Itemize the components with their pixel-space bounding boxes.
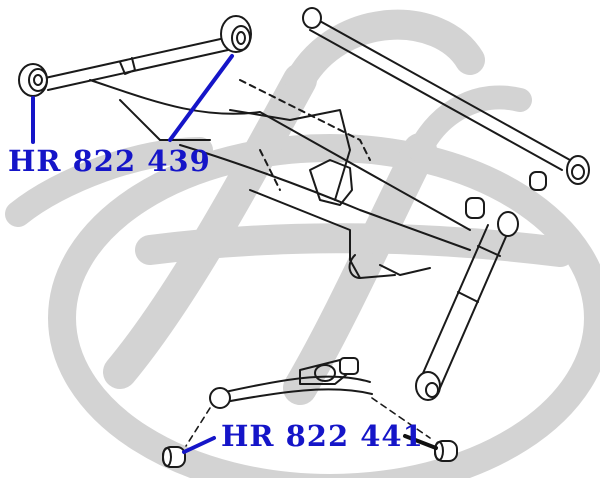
- suspension-line-art: [18, 7, 590, 468]
- lower-link: [209, 357, 373, 409]
- shock-absorber: [415, 211, 519, 401]
- leader-439-right: [168, 54, 234, 142]
- callout-leaders: [31, 54, 438, 454]
- watermark-logo-icon: [5, 9, 600, 478]
- lateral-rod: [302, 7, 590, 185]
- part-number-label: HR 822 439: [8, 144, 211, 178]
- assembly-guides: [185, 397, 431, 447]
- part-number-label: HR 822 441: [221, 419, 424, 453]
- axle-housing: [89, 79, 471, 279]
- small-bushings: [465, 171, 547, 219]
- leader-441-left: [182, 436, 216, 454]
- upper-control-arm: [18, 15, 252, 97]
- bottom-bushings: [162, 440, 458, 468]
- leader-441-right: [403, 434, 438, 450]
